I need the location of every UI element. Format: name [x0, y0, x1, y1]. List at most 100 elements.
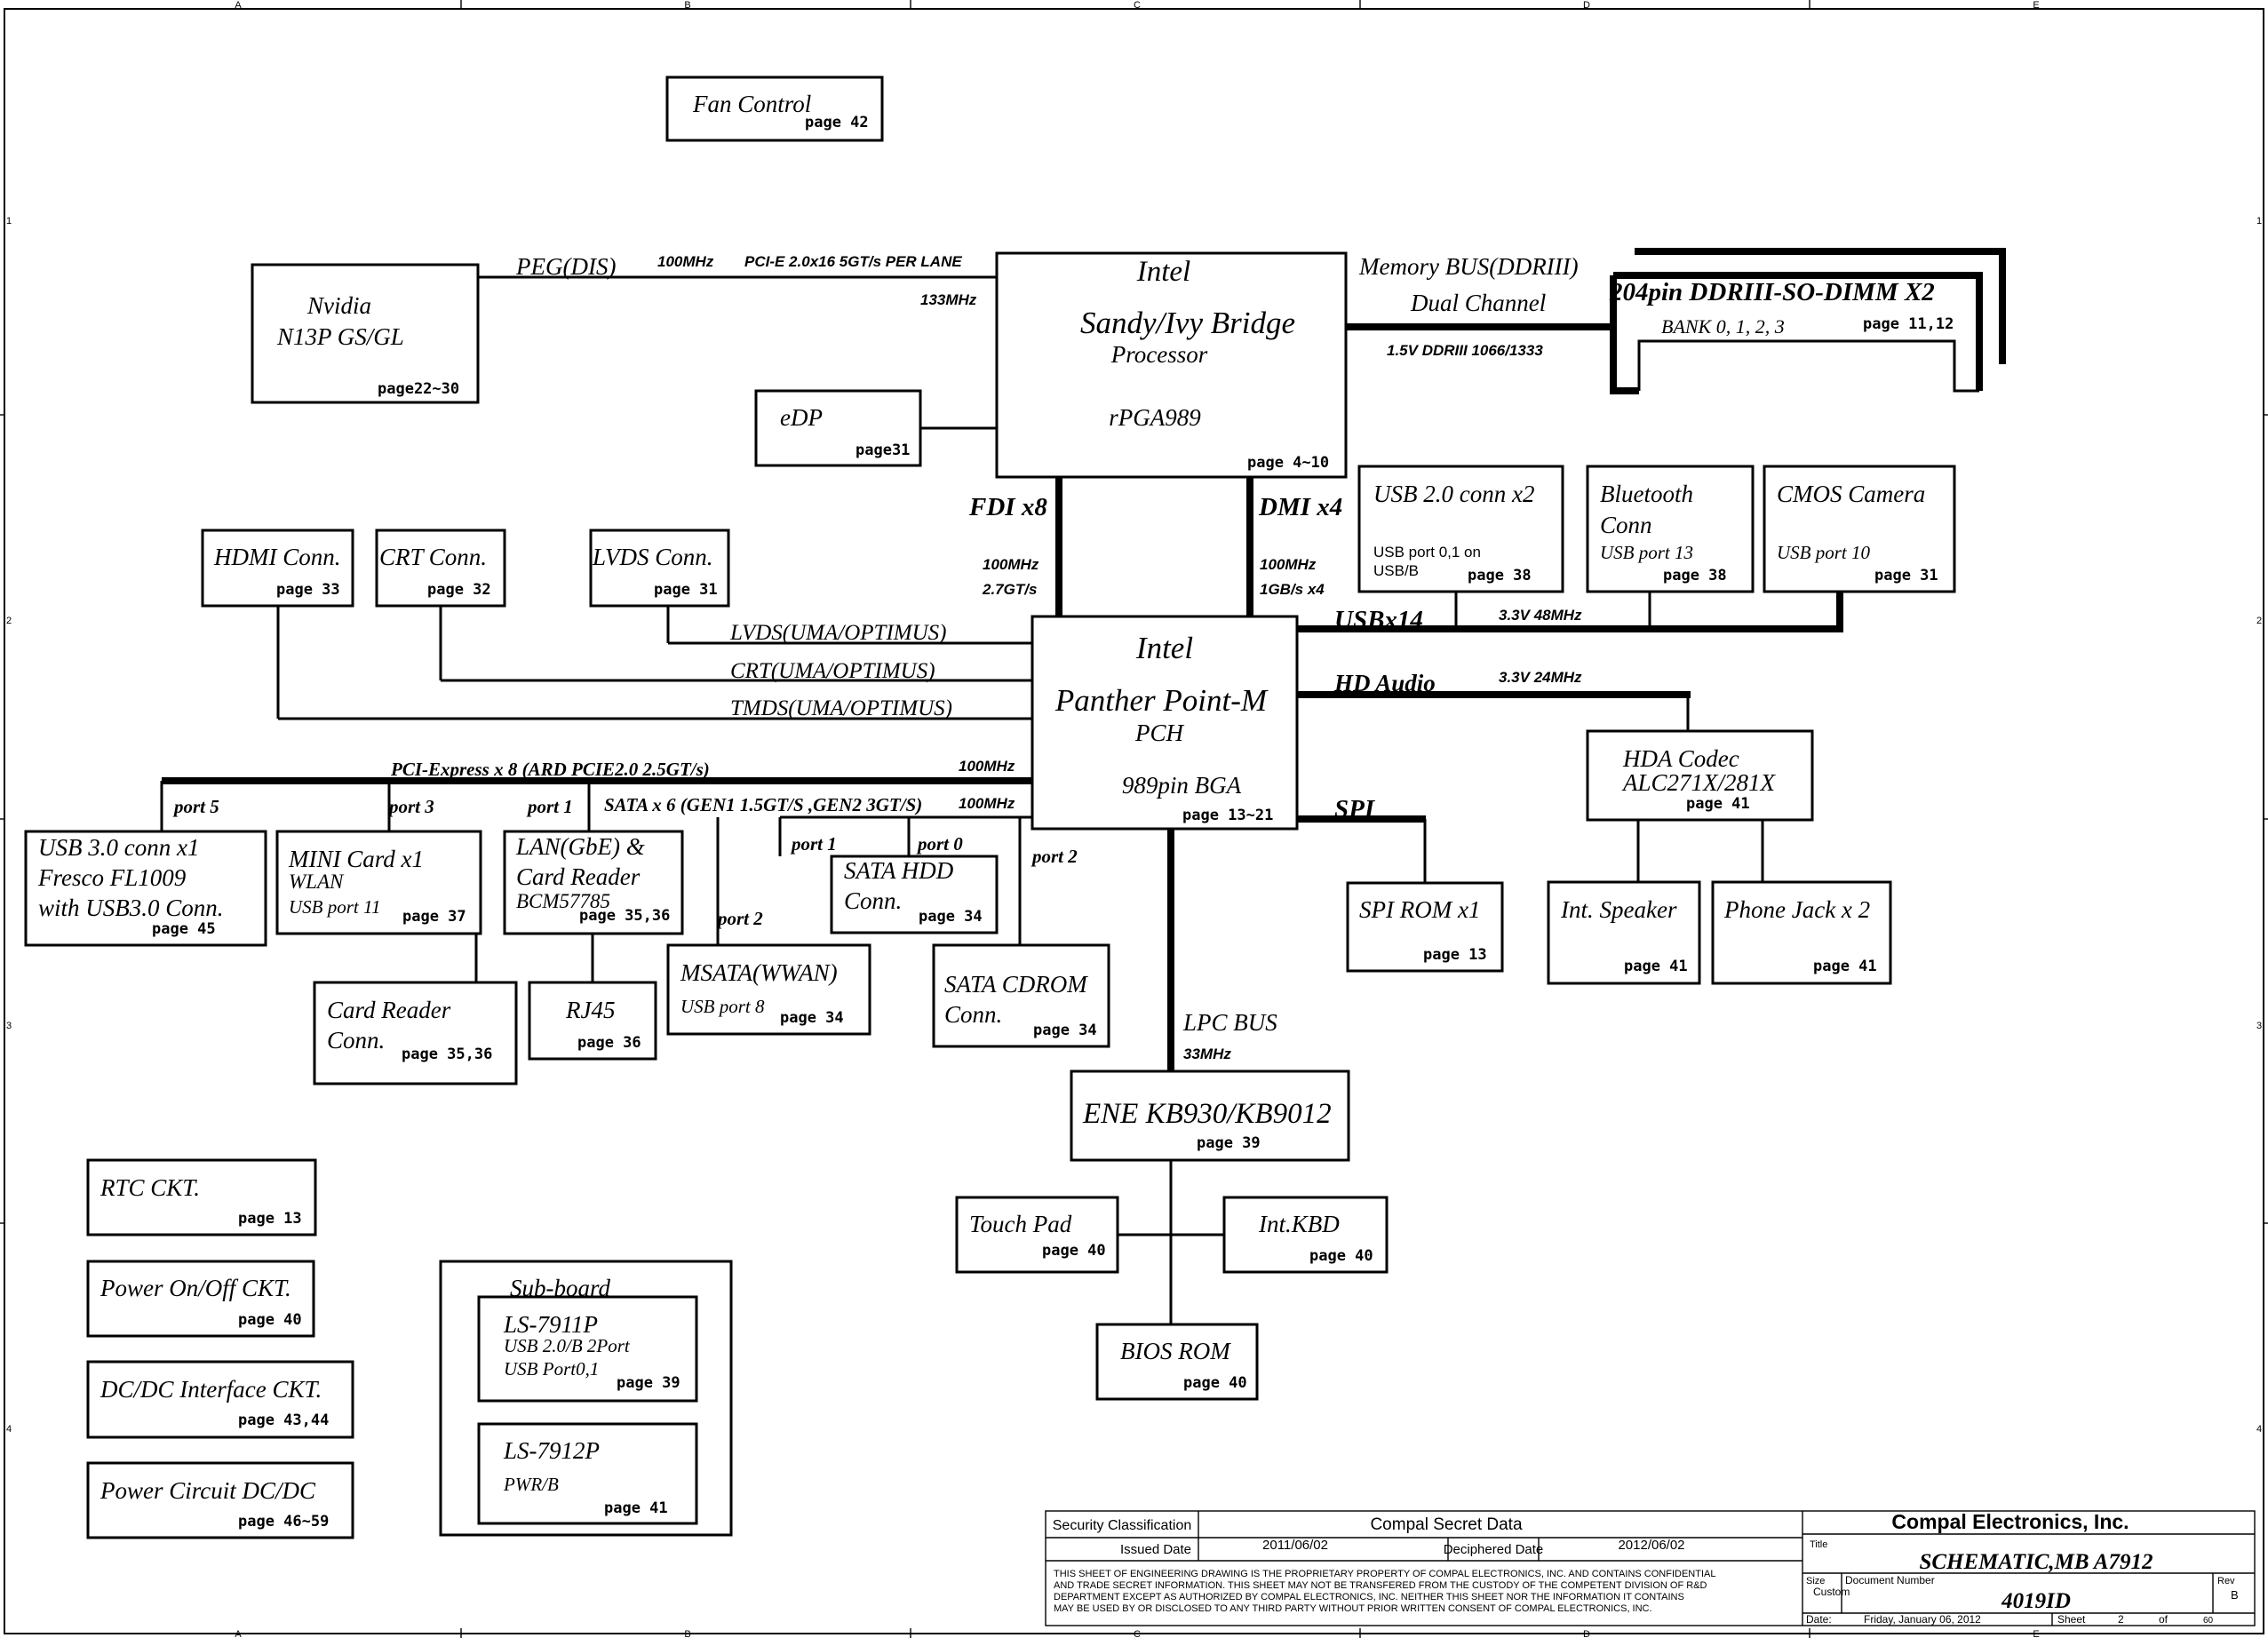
issued-value: 2011/06/02 [1262, 1538, 1328, 1553]
pch-block: Intel Panther Point-M PCH 989pin BGA pag… [1031, 615, 1299, 831]
grid-row-4-right: 4 [2256, 1424, 2262, 1435]
mini-page: page 37 [402, 908, 466, 926]
ddr-spec: 1.5V DDRIII 1066/1333 [1387, 342, 1543, 359]
camera-title: CMOS Camera [1777, 481, 1925, 507]
bluetooth-title: Bluetooth [1600, 481, 1693, 507]
phone-jack-title: Phone Jack x 2 [1723, 896, 1870, 923]
sata-clock: 100MHz [959, 795, 1015, 812]
title-label: Title [1810, 1539, 1827, 1550]
security-value: Compal Secret Data [1370, 1515, 1523, 1534]
rtc-page: page 13 [238, 1210, 302, 1228]
sata-hdd-page: page 34 [919, 908, 983, 926]
ls7911-ports: USB Port0,1 [504, 1358, 599, 1380]
speaker-title: Int. Speaker [1560, 896, 1677, 923]
usb20-title: USB 2.0 conn x2 [1373, 481, 1534, 507]
ls7912-sub: PWR/B [503, 1474, 559, 1495]
dmi-rate: 1GB/s x4 [1260, 581, 1325, 598]
total-sheets: 60 [2203, 1616, 2214, 1626]
company-name: Compal Electronics, Inc. [1891, 1510, 2129, 1533]
date-label: Date: [1806, 1613, 1832, 1626]
usb30-chip: Fresco FL1009 [37, 864, 187, 891]
card-reader-conn: Conn. [327, 1027, 385, 1054]
bios-title: BIOS ROM [1120, 1338, 1231, 1364]
grid-col-a: A [235, 0, 242, 11]
memory-bus-label: Memory BUS(DDRIII) [1358, 253, 1579, 280]
card-reader-block: Card Reader Conn. page 35,36 [313, 981, 518, 1085]
edp-title: eDP [780, 404, 823, 431]
usb30-title: USB 3.0 conn x1 [38, 834, 199, 861]
usb30-block: USB 3.0 conn x1 Fresco FL1009 with USB3.… [24, 830, 267, 947]
spi-rom-title: SPI ROM x1 [1359, 896, 1480, 923]
cdrom-conn: Conn. [944, 1001, 1002, 1028]
camera-block: CMOS Camera USB port 10 page 31 [1763, 465, 1956, 593]
pcie-spec: PCI-E 2.0x16 5GT/s PER LANE [744, 253, 962, 270]
sata-hdd-title: SATA HDD [844, 857, 954, 884]
lan-block: LAN(GbE) & Card Reader BCM57785 page 35,… [503, 830, 684, 935]
cpu-name: Sandy/Ivy Bridge [1080, 306, 1295, 340]
title-block: Security Classification Compal Secret Da… [1045, 1510, 2256, 1626]
spi-label: SPI [1334, 795, 1376, 823]
security-label: Security Classification [1053, 1518, 1192, 1533]
hda-title: HDA Codec [1622, 745, 1739, 772]
document-title: SCHEMATIC,MB A7912 [1919, 1550, 2153, 1574]
dual-channel-label: Dual Channel [1410, 290, 1546, 316]
ls7911-title: LS-7911P [503, 1311, 598, 1338]
sata-x6-label: SATA x 6 (GEN1 1.5GT/S ,GEN2 3GT/S) [604, 794, 922, 815]
power-onoff-title: Power On/Off CKT. [99, 1275, 291, 1301]
grid-col-c: C [1134, 0, 1141, 11]
peg-clock: 100MHz [657, 253, 714, 270]
dmi-label: DMI x4 [1258, 493, 1342, 521]
touchpad-page: page 40 [1042, 1242, 1106, 1260]
deciphered-label: Deciphered Date [1444, 1542, 1544, 1557]
nvidia-title: Nvidia [306, 292, 371, 319]
fdi-rate: 2.7GT/s [982, 581, 1037, 598]
grid-col-d: D [1583, 0, 1590, 11]
grid-row-2-right: 2 [2256, 616, 2262, 626]
pcie-x8-label: PCI-Express x 8 (ARD PCIE2.0 2.5GT/s) [390, 759, 710, 780]
fan-control-page: page 42 [805, 114, 869, 131]
usb30-conn: with USB3.0 Conn. [38, 895, 224, 921]
power-circuit-title: Power Circuit DC/DC [99, 1477, 316, 1504]
mini-wlan: WLAN [289, 871, 345, 893]
sheet-value: 2 [2118, 1613, 2124, 1626]
pcie-clock: 100MHz [959, 758, 1015, 775]
cpu-block: Intel Sandy/Ivy Bridge Processor rPGA989… [995, 251, 1348, 479]
crt-conn-block: CRT Conn. page 32 [375, 529, 506, 608]
notice-line-2: AND TRADE SECRET INFORMATION. THIS SHEET… [1054, 1580, 1707, 1591]
usb20-conn-block: USB 2.0 conn x2 USB port 0,1 on USB/B pa… [1357, 465, 1564, 593]
rtc-title: RTC CKT. [99, 1174, 200, 1201]
usb30-page: page 45 [152, 920, 216, 938]
phone-jack-page: page 41 [1813, 958, 1877, 975]
dimm-banks: BANK 0, 1, 2, 3 [1661, 315, 1785, 338]
hdmi-conn-block: HDMI Conn. page 33 [201, 529, 354, 608]
crt-page: page 32 [427, 581, 491, 599]
pch-page: page 13~21 [1182, 807, 1273, 824]
pch-type: PCH [1134, 720, 1185, 746]
crt-signal: CRT(UMA/OPTIMUS) [730, 659, 935, 683]
sub-board-group: Sub-board LS-7911P USB 2.0/B 2Port USB P… [439, 1260, 733, 1537]
size-value: Custom [1813, 1586, 1850, 1598]
of-label: of [2159, 1613, 2169, 1626]
dcdc-page: page 43,44 [238, 1411, 329, 1429]
notice-line-4: MAY BE USED BY OR DISCLOSED TO ANY THIRD… [1054, 1603, 1652, 1614]
pch-package: 989pin BGA [1122, 772, 1242, 799]
grid-col-d-bottom: D [1583, 1629, 1590, 1638]
nvidia-model: N13P GS/GL [276, 323, 404, 350]
card-reader-page: page 35,36 [402, 1046, 492, 1063]
port3-label: port 3 [387, 796, 434, 817]
ec-page: page 39 [1197, 1134, 1261, 1152]
ec-block: ENE KB930/KB9012 page 39 [1070, 1069, 1350, 1162]
speaker-block: Int. Speaker page 41 [1547, 880, 1701, 985]
mini-title: MINI Card x1 [288, 846, 424, 872]
dmi-clock: 100MHz [1260, 556, 1317, 573]
spi-rom-block: SPI ROM x1 page 13 [1346, 881, 1504, 973]
grid-col-e-bottom: E [2033, 1629, 2039, 1638]
port1-pcie-label: port 1 [526, 796, 573, 817]
hdmi-page: page 33 [276, 581, 340, 599]
speaker-page: page 41 [1624, 958, 1688, 975]
touchpad-block: Touch Pad page 40 [955, 1196, 1119, 1274]
ls7912-title: LS-7912P [503, 1437, 600, 1464]
grid-row-3-right: 3 [2256, 1021, 2262, 1031]
